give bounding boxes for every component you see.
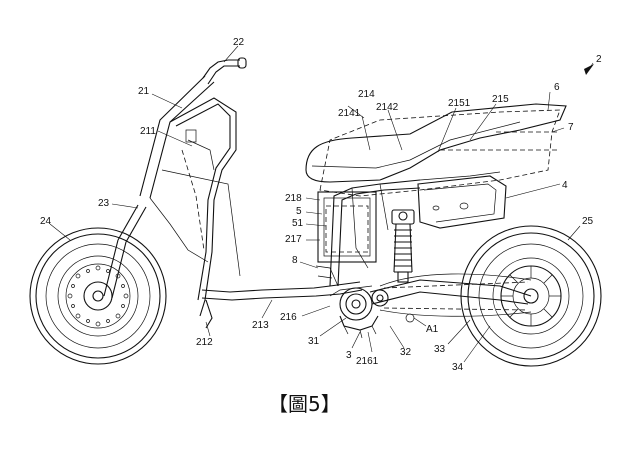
ref-2: 2 [596, 54, 602, 65]
ref-25: 25 [582, 216, 594, 227]
ref-217: 217 [285, 234, 302, 245]
battery-box [319, 109, 561, 197]
ref-24: 24 [40, 216, 52, 227]
ref-4: 4 [562, 180, 568, 191]
ref-218: 218 [285, 193, 302, 204]
ref-8: 8 [292, 255, 298, 266]
front-fork [103, 75, 215, 299]
ref-21: 21 [138, 86, 150, 97]
ref-212: 212 [196, 337, 213, 348]
handlebar [202, 57, 247, 85]
ref-215: 215 [492, 94, 509, 105]
main-frame [201, 171, 501, 329]
ref-213: 213 [252, 320, 269, 331]
ref-3: 3 [346, 350, 352, 361]
ref-214: 214 [358, 89, 375, 100]
ref-5: 5 [296, 206, 302, 217]
reference-labels: 2 21 22 211 23 24 212 213 214 2141 2142 … [40, 37, 602, 373]
ref-2142: 2142 [376, 102, 399, 113]
ref-2141: 2141 [338, 108, 361, 119]
ref-2161: 2161 [356, 356, 379, 367]
motor-assembly [329, 285, 415, 339]
ref-6: 6 [554, 82, 560, 93]
leader-lines [49, 45, 594, 363]
ref-211: 211 [140, 126, 156, 137]
arrow-icon [584, 64, 594, 75]
ref-7: 7 [568, 122, 574, 133]
figure-caption: 【圖5】 [268, 392, 341, 416]
ref-22: 22 [233, 37, 245, 48]
front-wheel [29, 227, 167, 365]
ref-51: 51 [292, 218, 304, 229]
swing-arm [369, 273, 532, 317]
front-body-panel [149, 97, 241, 317]
ref-33: 33 [434, 344, 446, 355]
frame-bracket [315, 265, 339, 287]
seat [305, 103, 567, 183]
storage-box [317, 191, 377, 263]
ref-216: 216 [280, 312, 297, 323]
ref-2151: 2151 [448, 98, 471, 109]
ref-31: 31 [308, 336, 320, 347]
ref-23: 23 [98, 198, 110, 209]
ref-34: 34 [452, 362, 464, 373]
ref-32: 32 [400, 347, 412, 358]
controller-box [417, 175, 507, 229]
rear-wheel [460, 225, 602, 367]
rear-shock [391, 209, 415, 283]
ref-A1: A1 [426, 324, 439, 335]
